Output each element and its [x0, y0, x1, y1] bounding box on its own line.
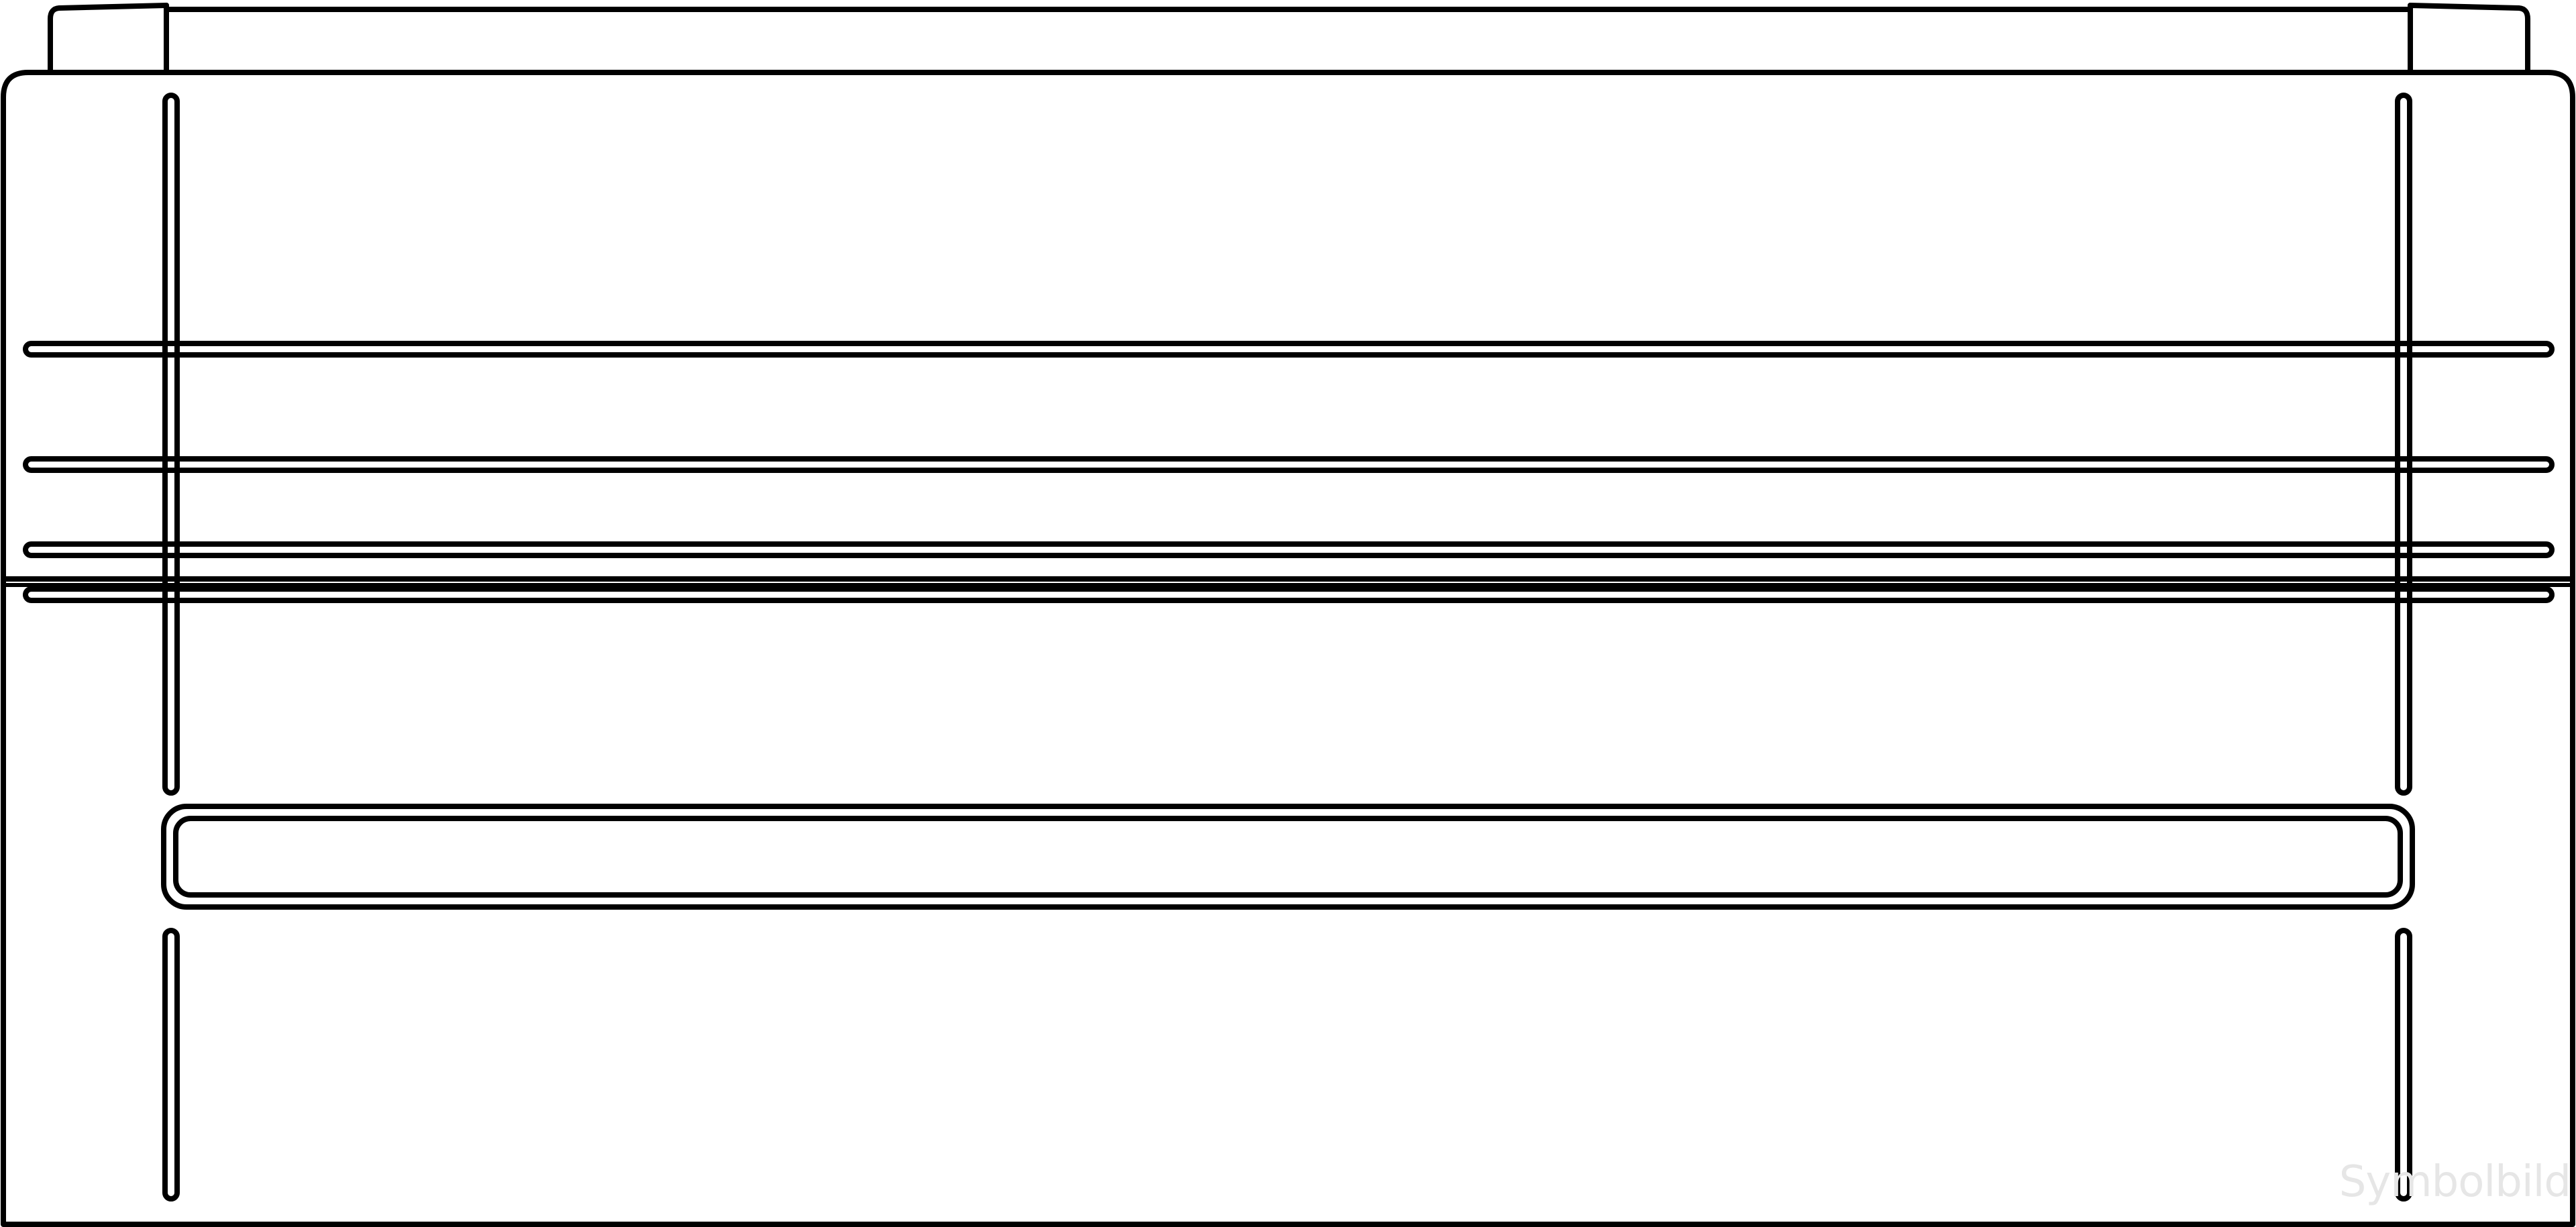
enclosure-body [1, 70, 2575, 1227]
lid-top-strip [48, 3, 2530, 75]
rib-2 [23, 456, 2555, 473]
horizontal-ribs [23, 341, 2555, 603]
rib-3 [23, 541, 2555, 558]
rib-1 [23, 341, 2555, 358]
label-slot [161, 804, 2415, 910]
watermark-label: Symbolbild [2339, 1157, 2571, 1207]
vertical-rib-right-lower [2395, 928, 2412, 1202]
lid-seam [1, 576, 2575, 587]
vertical-ribs [162, 93, 2412, 1202]
rib-4 [23, 586, 2555, 603]
vertical-rib-right-upper [2395, 93, 2412, 796]
vertical-rib-left-lower [162, 928, 180, 1202]
vertical-rib-left-upper [162, 93, 180, 796]
